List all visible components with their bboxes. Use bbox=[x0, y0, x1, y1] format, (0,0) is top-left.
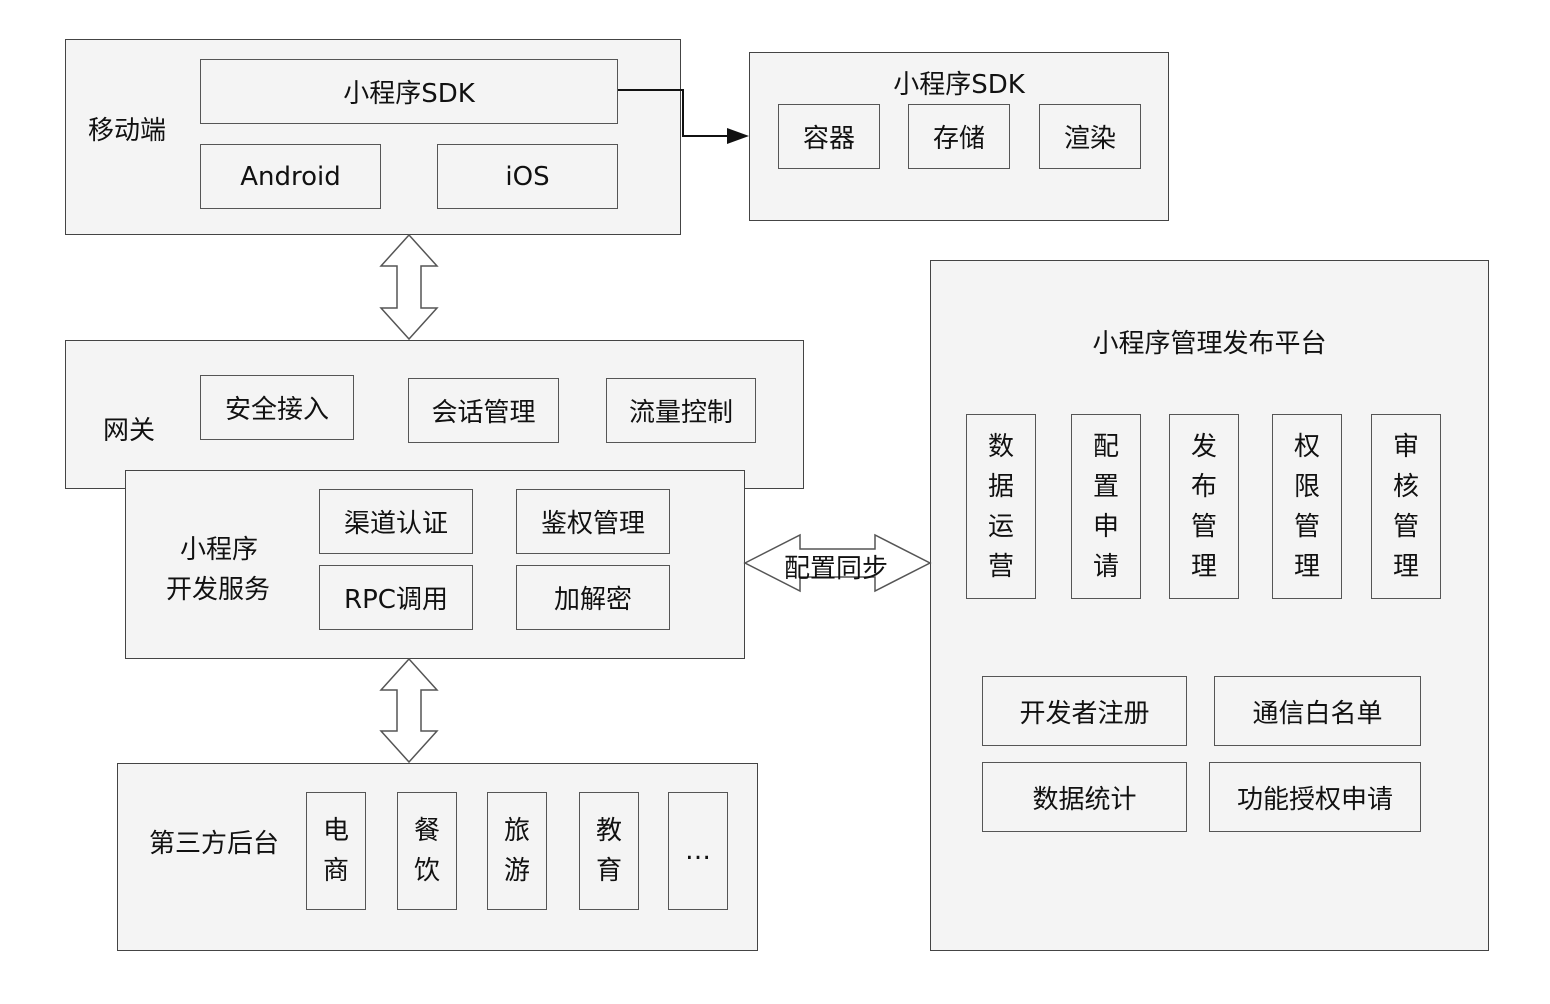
platform-item-review-text: 审核管理 bbox=[1392, 431, 1419, 582]
platform-item-permission: 权限管理 bbox=[1272, 414, 1342, 599]
gateway-item-session: 会话管理 bbox=[408, 378, 559, 443]
third-item-travel: 旅游 bbox=[487, 792, 547, 910]
gateway-item-secure-access: 安全接入 bbox=[200, 375, 354, 440]
android-box: Android bbox=[200, 144, 381, 209]
ios-box: iOS bbox=[437, 144, 618, 209]
third-item-education: 教育 bbox=[579, 792, 639, 910]
third-item-dining-text: 餐饮 bbox=[413, 816, 440, 886]
platform-item-permission-text: 权限管理 bbox=[1293, 431, 1320, 582]
sdk-item-storage: 存储 bbox=[908, 104, 1010, 169]
gateway-item-flow-control: 流量控制 bbox=[606, 378, 756, 443]
platform-title: 小程序管理发布平台 bbox=[1092, 329, 1327, 359]
platform-container bbox=[930, 260, 1489, 951]
sdk-connector-line bbox=[618, 89, 728, 137]
platform-item-release-text: 发布管理 bbox=[1190, 431, 1217, 582]
dev-service-label-line2: 开发服务 bbox=[166, 575, 271, 605]
platform-item-config-apply-text: 配置申请 bbox=[1092, 431, 1119, 582]
gateway-label: 网关 bbox=[103, 416, 156, 446]
dev-item-rpc: RPC调用 bbox=[319, 565, 473, 630]
dev-item-crypto: 加解密 bbox=[516, 565, 670, 630]
sdk-connector-arrowhead bbox=[727, 128, 749, 144]
mobile-sdk-box: 小程序SDK bbox=[200, 59, 618, 124]
third-item-education-text: 教育 bbox=[595, 816, 622, 886]
platform-item-statistics: 数据统计 bbox=[982, 762, 1187, 832]
platform-item-feature-auth: 功能授权申请 bbox=[1209, 762, 1421, 832]
dev-service-label-line1: 小程序 bbox=[180, 535, 259, 565]
third-item-ecommerce-text: 电商 bbox=[322, 816, 349, 886]
mobile-label: 移动端 bbox=[88, 116, 167, 146]
third-item-more: … bbox=[668, 792, 728, 910]
double-arrow-config-sync bbox=[743, 533, 932, 593]
third-item-travel-text: 旅游 bbox=[503, 816, 530, 886]
sdk-item-container: 容器 bbox=[778, 104, 880, 169]
platform-item-release: 发布管理 bbox=[1169, 414, 1239, 599]
double-arrow-dev-thirdparty bbox=[379, 657, 439, 764]
third-item-ecommerce: 电商 bbox=[306, 792, 366, 910]
sdk-item-render: 渲染 bbox=[1039, 104, 1141, 169]
platform-item-data-ops: 数据运营 bbox=[966, 414, 1036, 599]
config-sync-label: 配置同步 bbox=[783, 554, 888, 584]
double-arrow-mobile-gateway bbox=[379, 233, 439, 341]
third-item-dining: 餐饮 bbox=[397, 792, 457, 910]
platform-item-review: 审核管理 bbox=[1371, 414, 1441, 599]
platform-item-whitelist: 通信白名单 bbox=[1214, 676, 1421, 746]
platform-item-data-ops-text: 数据运营 bbox=[987, 431, 1014, 582]
sdk-detail-title: 小程序SDK bbox=[893, 70, 1025, 100]
platform-item-config-apply: 配置申请 bbox=[1071, 414, 1141, 599]
dev-item-channel-auth: 渠道认证 bbox=[319, 489, 473, 554]
third-party-label: 第三方后台 bbox=[149, 829, 280, 859]
platform-item-dev-register: 开发者注册 bbox=[982, 676, 1187, 746]
dev-item-authz: 鉴权管理 bbox=[516, 489, 670, 554]
